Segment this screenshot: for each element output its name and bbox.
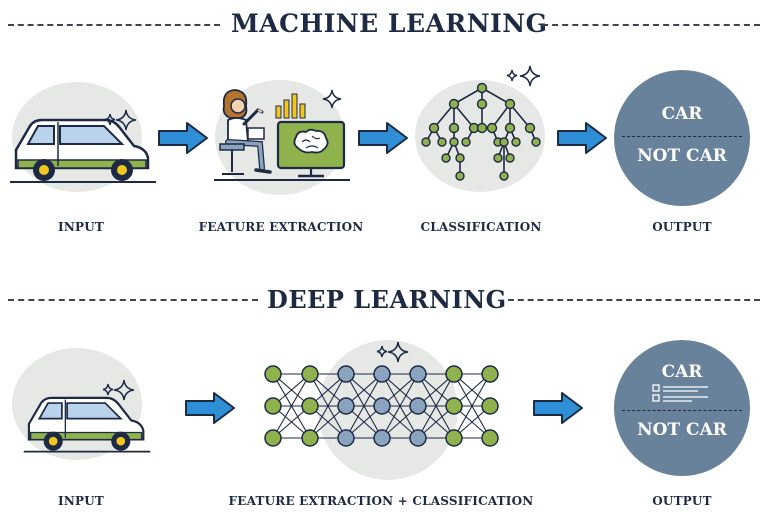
ml-title-divider-right <box>542 24 760 26</box>
nn-node <box>445 397 463 415</box>
nn-node <box>301 397 319 415</box>
nn-node <box>337 429 355 447</box>
nn-node <box>481 365 499 383</box>
dl-output-divider <box>622 410 742 411</box>
dl-output-circle <box>614 340 750 476</box>
ml-output-not-car-label: NOT CAR <box>637 146 727 166</box>
dl-section-title: DEEP LEARNING <box>267 285 507 314</box>
nn-node <box>337 397 355 415</box>
ml-caption-output: OUTPUT <box>652 220 712 234</box>
nn-node <box>337 365 355 383</box>
nn-connection <box>453 373 491 439</box>
dl-caption-output: OUTPUT <box>652 494 712 508</box>
ml-classification-sparkle-icon <box>506 65 541 87</box>
dl-arrow-icon-1 <box>185 392 235 424</box>
ml-caption-classification: CLASSIFICATION <box>420 220 542 234</box>
nn-node <box>409 365 427 383</box>
nn-node <box>373 365 391 383</box>
nn-node <box>481 397 499 415</box>
ml-input-sparkle-icon <box>104 109 137 131</box>
nn-connection <box>345 373 383 439</box>
nn-node <box>445 365 463 383</box>
dl-caption-feature-extraction-classification: FEATURE EXTRACTION + CLASSIFICATION <box>228 494 534 508</box>
ml-classification-circle <box>415 80 545 192</box>
nn-node <box>409 429 427 447</box>
ml-caption-feature-extraction: FEATURE EXTRACTION <box>198 220 364 234</box>
ml-car-icon <box>10 118 156 183</box>
nn-connection <box>309 373 347 439</box>
ml-section-title: MACHINE LEARNING <box>231 9 548 38</box>
nn-node <box>264 397 282 415</box>
dl-output-not-car-label: NOT CAR <box>637 420 727 440</box>
dl-output-car-label: CAR <box>661 362 703 382</box>
ml-arrow-icon-3 <box>557 122 607 154</box>
nn-node <box>445 429 463 447</box>
dl-title-divider-left <box>8 299 258 301</box>
nn-connection <box>381 373 419 439</box>
dl-output-list-icon <box>652 384 708 402</box>
ml-output-circle <box>614 70 750 206</box>
nn-node <box>264 365 282 383</box>
nn-node <box>264 429 282 447</box>
nn-node <box>373 397 391 415</box>
nn-connection <box>272 373 311 439</box>
nn-connection <box>417 373 455 439</box>
dl-title-divider-right <box>508 299 760 301</box>
dl-arrow-icon-2 <box>533 392 583 424</box>
ml-decision-tree-icon <box>421 82 541 181</box>
ml-title-divider-left <box>8 24 220 26</box>
nn-node <box>301 429 319 447</box>
nn-node <box>481 429 499 447</box>
dl-caption-input: INPUT <box>58 494 104 508</box>
dl-input-sparkle-icon <box>102 379 135 401</box>
dl-car-icon <box>23 396 151 453</box>
ml-person-analyst-icon <box>214 89 350 181</box>
ml-output-divider <box>622 136 742 137</box>
ml-caption-input: INPUT <box>58 220 104 234</box>
nn-node <box>373 429 391 447</box>
nn-node <box>409 397 427 415</box>
nn-node <box>301 365 319 383</box>
ml-arrow-icon-2 <box>358 122 408 154</box>
dl-network-sparkle-icon <box>376 341 409 363</box>
ml-arrow-icon-1 <box>158 122 208 154</box>
ml-output-car-label: CAR <box>661 104 703 124</box>
